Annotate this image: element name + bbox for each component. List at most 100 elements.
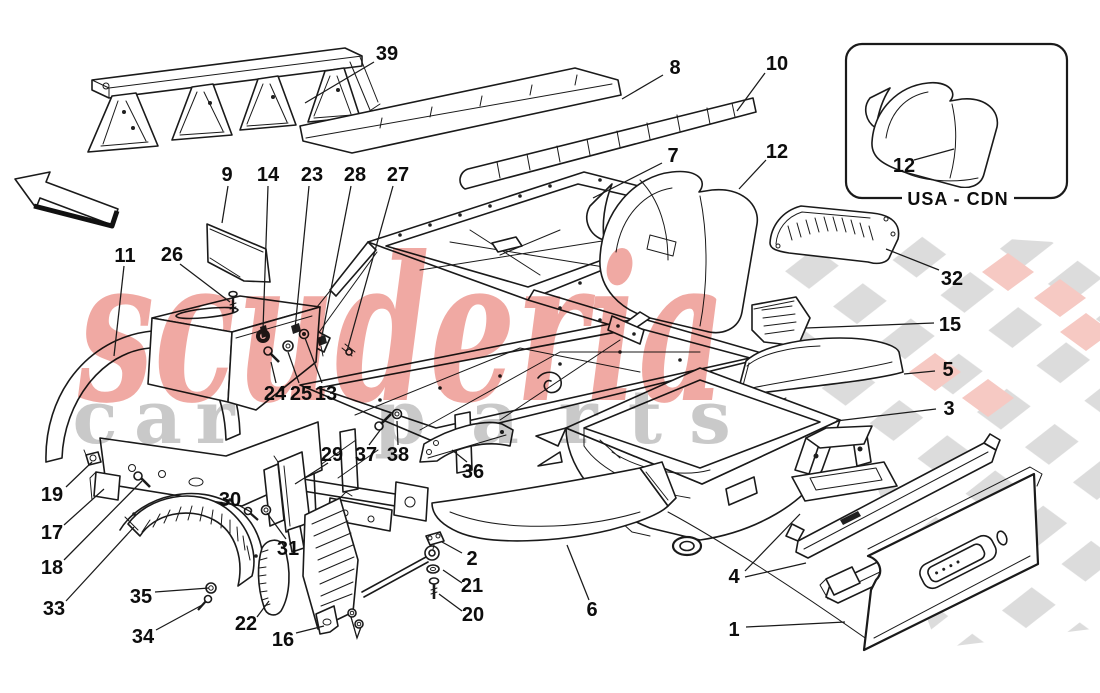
watermark-letter: r	[559, 375, 599, 461]
callout-37: 37	[355, 444, 377, 466]
leader-line-10	[736, 72, 766, 112]
leader-line-30	[239, 505, 252, 513]
callout-7: 7	[667, 145, 678, 167]
callout-35: 35	[130, 586, 152, 608]
callout-13: 13	[315, 383, 337, 405]
watermark-title: scuderia	[77, 213, 726, 448]
leader-line-33	[65, 526, 135, 602]
callout-22: 22	[235, 613, 257, 635]
callout-39: 39	[376, 43, 398, 65]
part-9-wedge-panel	[206, 223, 271, 283]
callout-18: 18	[41, 557, 63, 579]
callout-10: 10	[766, 53, 788, 75]
leader-line-34	[155, 603, 205, 631]
leader-line-32	[885, 248, 940, 271]
callout-20: 20	[462, 604, 484, 626]
leader-line-22	[256, 600, 270, 618]
watermark-letter: c	[72, 375, 117, 461]
watermark-letter: r	[196, 375, 236, 461]
leader-line-12	[738, 159, 767, 190]
handle-cutout	[919, 534, 997, 590]
callout-14: 14	[257, 164, 280, 186]
callout-12: 12	[766, 141, 788, 163]
callout-8: 8	[669, 57, 680, 79]
part-10-ribbed-strip	[459, 97, 757, 190]
direction-arrow	[14, 171, 120, 229]
leader-line-5	[903, 370, 936, 375]
callout-29: 29	[321, 444, 343, 466]
leader-line-27	[346, 185, 394, 352]
leader-line-16	[295, 625, 325, 634]
usa-cdn-label: USA - CDN	[907, 189, 1008, 209]
callout-1: 1	[728, 619, 739, 641]
callout-34: 34	[132, 626, 155, 648]
part-36-strap-bracket	[419, 421, 514, 463]
part-12-arch-cover	[586, 170, 759, 345]
callout-2: 2	[466, 548, 477, 570]
leader-line-29	[294, 462, 329, 485]
leader-line-1	[745, 621, 846, 628]
leader-line-12	[913, 148, 955, 161]
leader-line-15	[805, 322, 935, 329]
leader-line-4	[744, 562, 807, 578]
callout-6: 6	[586, 599, 597, 621]
callout-27: 27	[387, 164, 409, 186]
callout-23: 23	[301, 164, 323, 186]
leader-line-31	[266, 512, 287, 540]
part-11-arch-housing	[45, 295, 323, 507]
callout-3: 3	[943, 398, 954, 420]
leader-line-4	[744, 513, 801, 572]
callout-31: 31	[277, 538, 299, 560]
leader-line-23	[294, 185, 310, 330]
callout-16: 16	[272, 629, 294, 651]
leader-line-17	[63, 488, 105, 526]
leader-line-38	[396, 420, 399, 446]
leader-line-36	[451, 449, 468, 463]
leader-line-28	[320, 185, 352, 342]
part-1-rear-panel	[862, 466, 1043, 652]
leader-line-20	[438, 593, 463, 612]
watermark-letter: s	[689, 375, 731, 461]
leader-line-2	[441, 541, 463, 554]
leader-line-13	[304, 337, 323, 384]
leader-line-14	[262, 185, 269, 330]
callout-9: 9	[221, 164, 232, 186]
leader-line-21	[442, 569, 463, 584]
callout-17: 17	[41, 522, 63, 544]
leader-line-16	[350, 616, 362, 641]
callout-4: 4	[728, 566, 740, 588]
part-22-seal-strip	[257, 539, 290, 616]
leader-line-39	[304, 61, 375, 104]
part-5-shelf-panel	[736, 337, 904, 405]
callout-21: 21	[461, 575, 483, 597]
part-32-vented-cover	[769, 205, 900, 265]
callout-26: 26	[161, 244, 183, 266]
callout-5: 5	[942, 359, 953, 381]
leader-line-7	[592, 162, 663, 199]
leader-line-37	[368, 428, 382, 446]
leader-line-8	[621, 74, 664, 100]
leader-line-18	[63, 480, 143, 561]
callout-24: 24	[264, 383, 287, 405]
part-6-curved-panel	[431, 461, 869, 641]
callout-36: 36	[462, 461, 484, 483]
callout-19: 19	[41, 484, 63, 506]
leader-line-35	[154, 587, 210, 593]
leader-line-9	[221, 185, 229, 224]
leader-line-25	[287, 351, 300, 384]
leader-line-24	[270, 361, 277, 384]
leader-line-3	[835, 408, 937, 422]
callout-28: 28	[344, 164, 366, 186]
callout-33: 33	[43, 598, 65, 620]
watermark-letter: p	[374, 375, 426, 461]
part-29-bracket-plates	[263, 451, 311, 553]
part-39-support-truss	[87, 47, 381, 153]
usa-cdn-inset-box: USA - CDN	[844, 42, 1069, 210]
callout-15: 15	[939, 314, 961, 336]
leader-line-26	[179, 263, 231, 303]
callout-30: 30	[219, 489, 241, 511]
